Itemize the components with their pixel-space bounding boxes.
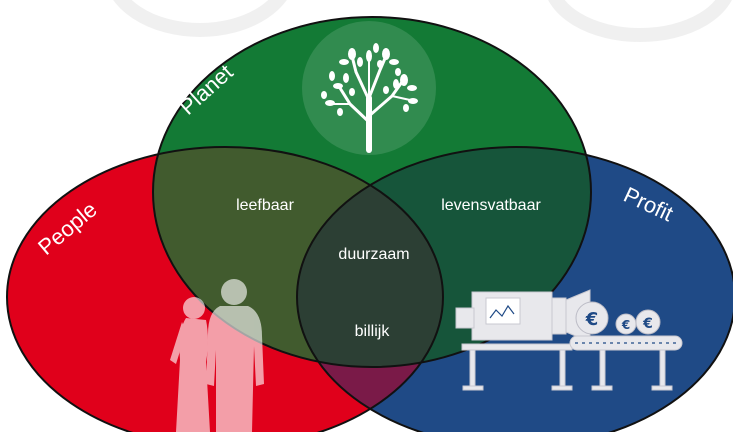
overlap-center [297,147,443,367]
billijk-label: billijk [355,323,391,340]
euro-coin-icon [635,309,661,335]
duurzaam-label: duurzaam [338,246,409,263]
production-line-euro-icon: € € € [455,289,683,391]
euro-symbol: € [621,318,630,332]
levensvatbaar-label: levensvatbaar [441,197,541,214]
leefbaar-label: leefbaar [236,197,294,214]
euro-symbol: € [642,316,653,332]
euro-coin-icon [575,301,609,335]
tree-icon [302,21,436,155]
circle-outlines [6,16,733,432]
watermark-arcs [113,0,732,42]
couple-silhouette-icon [170,279,264,432]
euro-symbol: € [585,309,599,330]
